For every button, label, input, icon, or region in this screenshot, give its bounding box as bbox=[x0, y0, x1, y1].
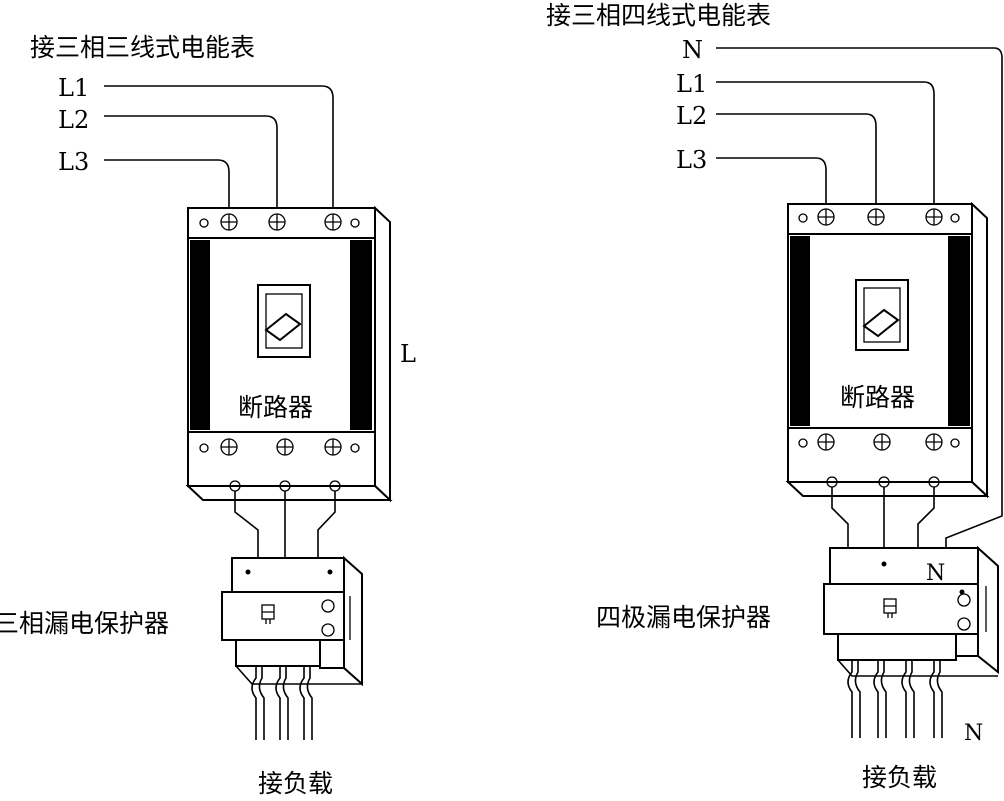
left-load-wire-1 bbox=[251, 666, 257, 740]
right-load-wire-n bbox=[929, 660, 935, 738]
right-leakage-protector: N bbox=[823, 545, 999, 677]
right-load-label: 接负载 bbox=[862, 763, 937, 792]
left-wire-l3 bbox=[104, 159, 230, 208]
right-link-wire-3 bbox=[917, 487, 935, 548]
right-load-wire-1 bbox=[847, 660, 853, 738]
right-wire-label-n: N bbox=[682, 36, 703, 64]
right-wire-label-l2: L2 bbox=[676, 102, 707, 130]
left-wire-l2 bbox=[104, 115, 278, 208]
right-link-wire-1 bbox=[831, 487, 849, 548]
right-protector-label: 四极漏电保护器 bbox=[596, 603, 771, 632]
right-wire-n bbox=[716, 47, 1003, 556]
left-wire-label-l2: L2 bbox=[58, 106, 89, 134]
left-wire-l1 bbox=[104, 85, 334, 208]
right-wire-label-l3: L3 bbox=[676, 146, 707, 174]
left-load-wire-2 bbox=[275, 666, 281, 740]
left-leakage-protector bbox=[221, 555, 363, 687]
left-link-wire-3 bbox=[317, 491, 336, 558]
left-breaker: 断路器 bbox=[185, 205, 393, 503]
left-load-label: 接负载 bbox=[258, 769, 333, 798]
left-link-wire-1 bbox=[234, 491, 259, 558]
right-wire-label-l1: L1 bbox=[676, 70, 707, 98]
left-title: 接三相三线式电能表 bbox=[30, 33, 255, 62]
left-wire-label-l3: L3 bbox=[58, 148, 89, 176]
right-protector-n-label: N bbox=[926, 561, 945, 586]
left-breaker-label: 断路器 bbox=[238, 393, 313, 422]
left-diagram: 接三相三线式电能表 L1 L2 L3 断路器 bbox=[0, 33, 416, 798]
right-breaker: 断路器 bbox=[785, 201, 990, 499]
right-load-wire-3 bbox=[901, 660, 907, 738]
right-wire-l1 bbox=[716, 81, 935, 204]
left-wire-label-l1: L1 bbox=[58, 74, 89, 102]
right-load-wire-2 bbox=[873, 660, 879, 738]
left-protector-label: 三相漏电保护器 bbox=[0, 609, 169, 638]
right-breaker-label: 断路器 bbox=[840, 383, 915, 412]
left-side-label: L bbox=[400, 340, 416, 368]
right-wire-l2 bbox=[716, 113, 877, 204]
right-bottom-n-label: N bbox=[964, 721, 983, 746]
right-diagram: 接三相四线式电能表 N L1 L2 L3 断路器 bbox=[546, 1, 1003, 792]
left-load-wire-3 bbox=[299, 666, 305, 740]
right-title: 接三相四线式电能表 bbox=[546, 1, 771, 30]
right-wire-l3 bbox=[716, 157, 827, 204]
